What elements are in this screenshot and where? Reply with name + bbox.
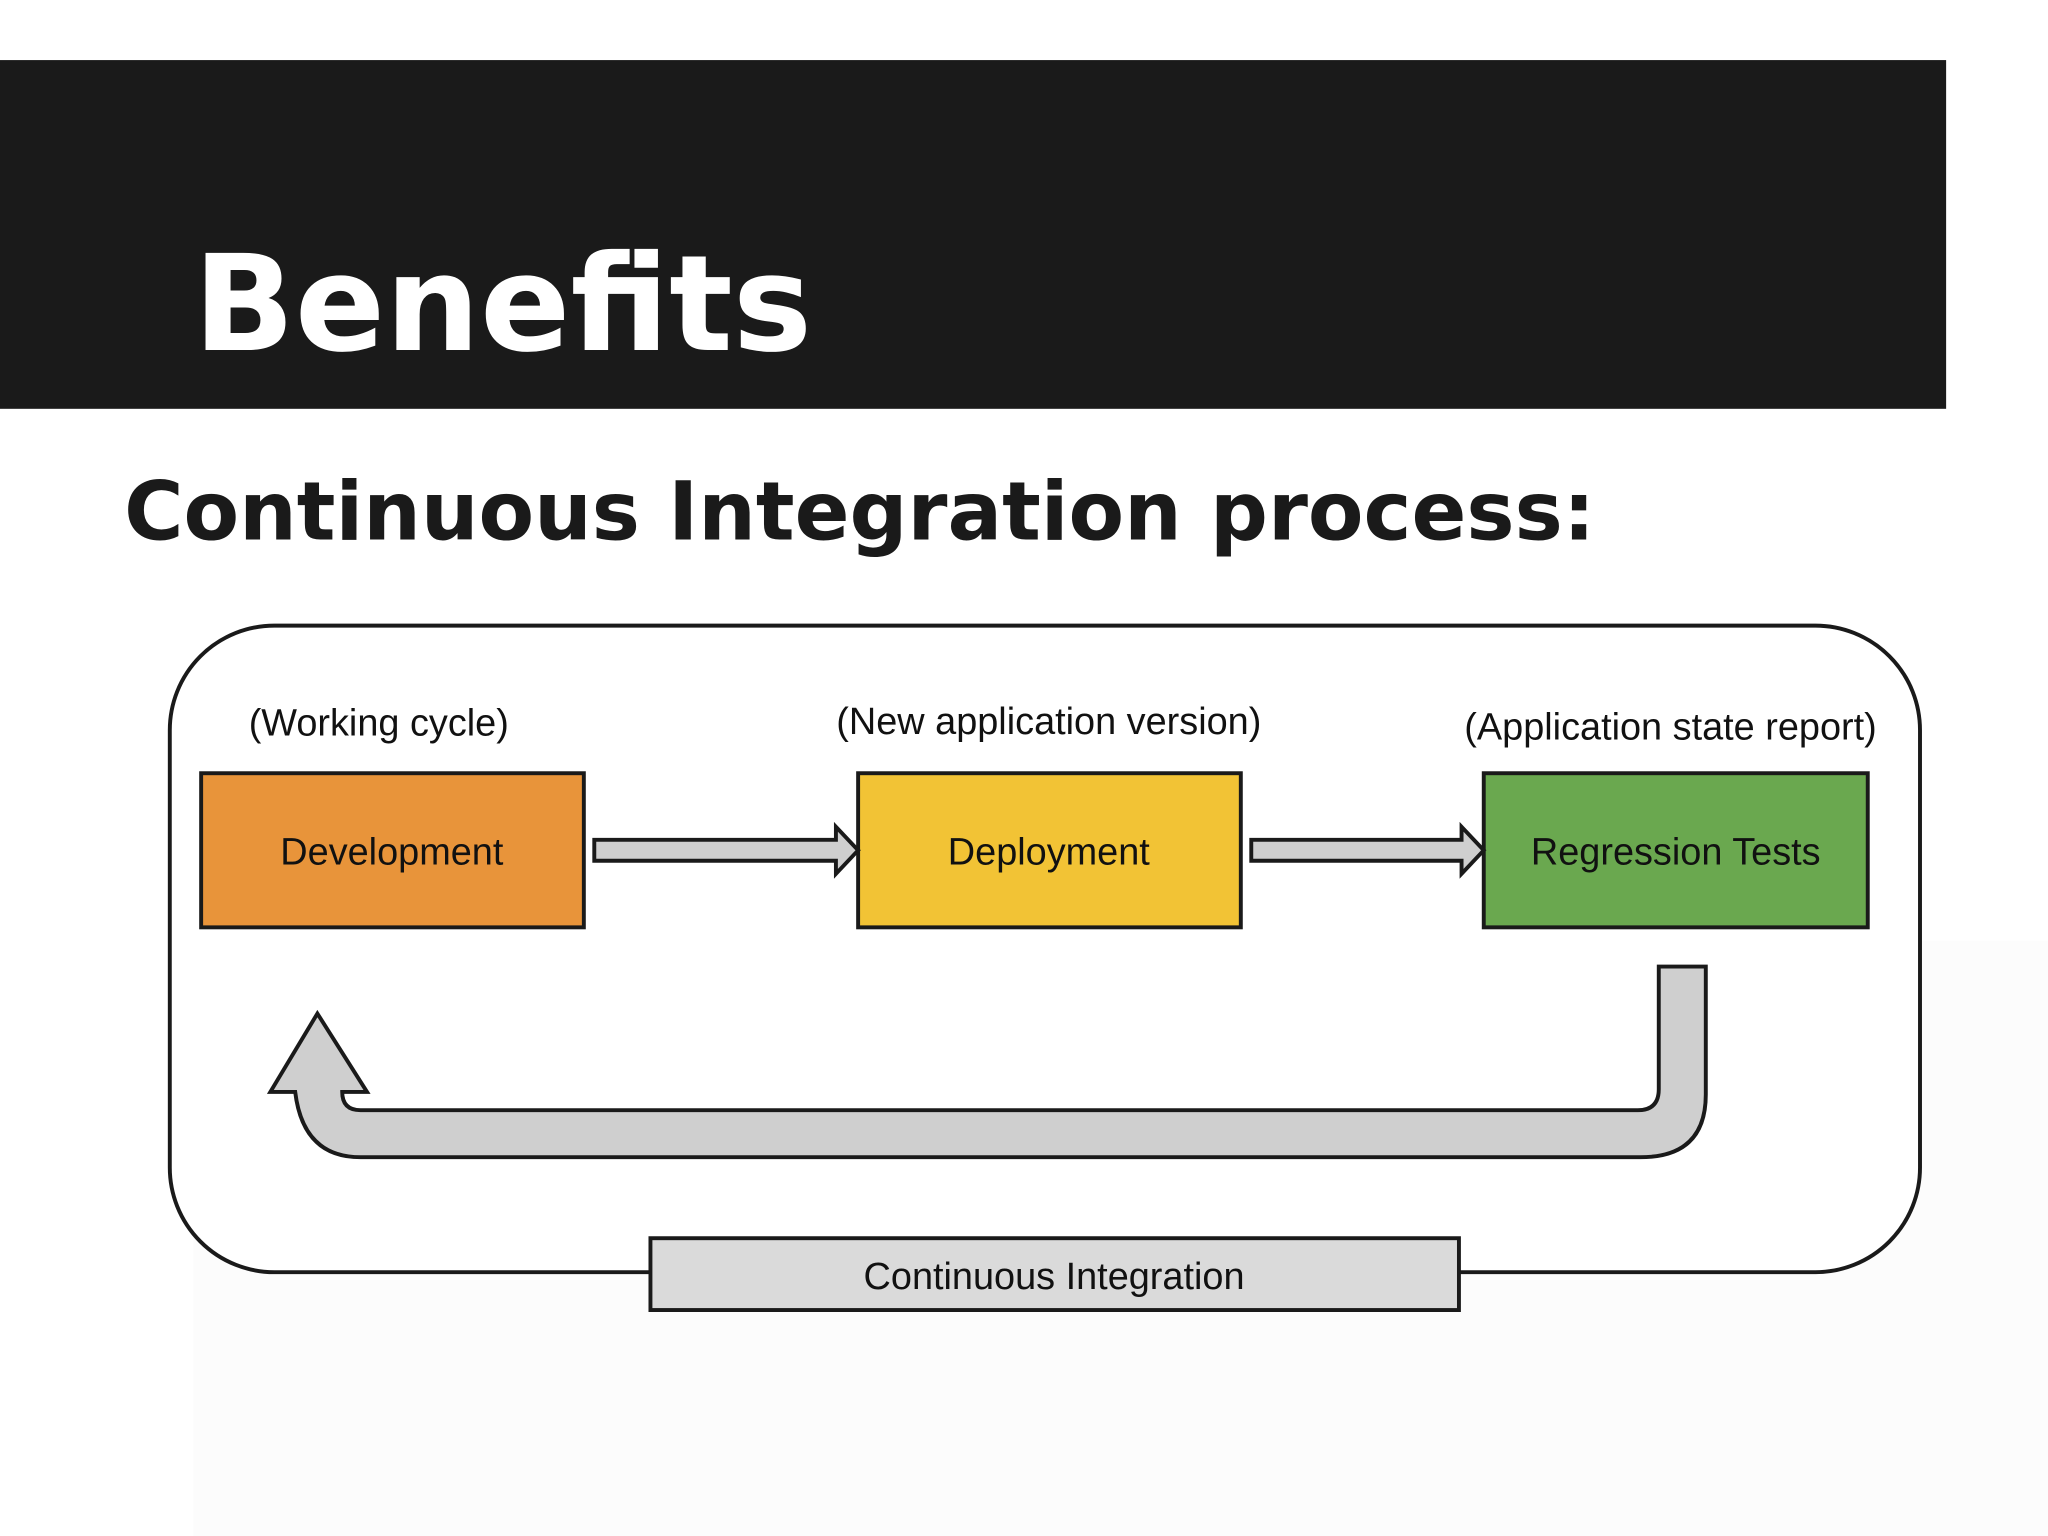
stage-regression-tests: Regression Tests	[1481, 771, 1870, 930]
stage-label: Regression Tests	[1531, 832, 1821, 874]
slide-title: Benefits	[193, 227, 812, 382]
arrow-right-icon	[1249, 821, 1487, 879]
ci-label: Continuous Integration	[864, 1256, 1245, 1298]
stage-development: Development	[199, 771, 586, 930]
caption-regression-tests: (Application state report)	[1464, 706, 1876, 748]
header-bar	[0, 60, 1947, 409]
stage-label: Development	[280, 832, 504, 874]
slide-subtitle: Continuous Integration process:	[124, 465, 1595, 559]
stage-deployment: Deployment	[856, 771, 1243, 930]
ci-label-box: Continuous Integration	[648, 1236, 1461, 1312]
feedback-arrow-icon	[266, 964, 1708, 1160]
caption-deployment: (New application version)	[836, 701, 1261, 743]
caption-development: (Working cycle)	[249, 702, 509, 744]
stage-label: Deployment	[948, 832, 1150, 874]
ci-diagram: (Working cycle) (New application version…	[167, 623, 1922, 1312]
arrow-right-icon	[592, 821, 861, 879]
